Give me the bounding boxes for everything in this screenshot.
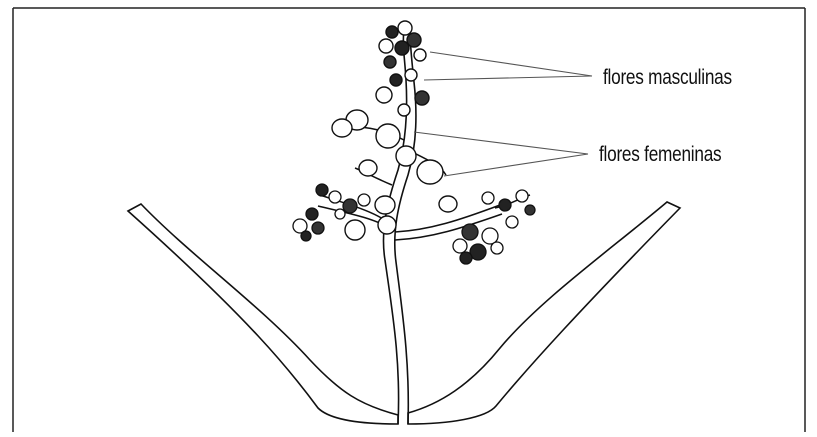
leader-female-1	[414, 132, 588, 154]
female-flowers-cluster	[332, 110, 457, 240]
leader-male-2	[424, 76, 592, 80]
label-male-flowers: flores masculinas	[603, 66, 732, 90]
label-female-flowers: flores femeninas	[599, 143, 721, 167]
right-branch-flowers	[453, 190, 535, 264]
leader-female-2	[444, 154, 588, 176]
leaf-sheaths	[128, 202, 680, 424]
male-flowers-cluster	[376, 21, 429, 116]
leader-male-1	[430, 52, 592, 76]
right-leaf	[408, 202, 680, 424]
leader-lines	[414, 52, 592, 176]
